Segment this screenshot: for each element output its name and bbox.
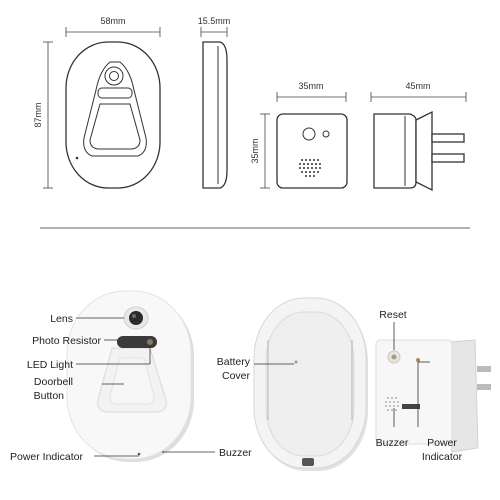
chime-depth-label: 45mm	[405, 81, 430, 91]
chime-depth-dimension: 45mm	[370, 81, 467, 102]
chime-width-label: 35mm	[298, 81, 323, 91]
doorbell-front-photo	[66, 290, 194, 462]
buzzer-left-label: Buzzer	[219, 447, 252, 459]
buzzer-right-label: Buzzer	[376, 437, 409, 449]
battery-cover-label-line2: Cover	[222, 370, 251, 382]
lens-label: Lens	[50, 313, 73, 325]
chime-side-outline	[373, 110, 465, 192]
chime-height-dimension: 35mm	[250, 113, 270, 189]
power-indicator-right-label-line2: Indicator	[422, 451, 463, 463]
callout-lines	[76, 317, 430, 457]
chime-width-dimension: 35mm	[276, 81, 347, 102]
chime-photo	[375, 339, 491, 453]
photo-resistor-label: Photo Resistor	[32, 335, 101, 347]
reset-label: Reset	[379, 309, 407, 321]
front-width-dimension: 58mm	[65, 16, 161, 37]
front-width-label: 58mm	[100, 16, 125, 26]
doorbell-button-label-line2: Button	[34, 390, 65, 402]
side-depth-label: 15.5mm	[198, 16, 231, 26]
chime-height-label: 35mm	[250, 138, 260, 163]
chime-front-outline	[276, 113, 348, 189]
led-light-label: LED Light	[27, 359, 73, 371]
doorbell-front-outline	[65, 41, 161, 189]
power-indicator-left-label: Power Indicator	[10, 451, 83, 463]
power-indicator-right-label-line1: Power	[427, 437, 457, 449]
doorbell-back-photo	[253, 297, 368, 471]
battery-cover-label-line1: Battery	[217, 356, 251, 368]
doorbell-side-outline	[202, 41, 228, 189]
doorbell-button-label-line1: Doorbell	[34, 376, 73, 388]
side-depth-dimension: 15.5mm	[198, 16, 231, 37]
front-height-dimension: 87mm	[33, 41, 53, 189]
front-height-label: 87mm	[33, 102, 43, 127]
